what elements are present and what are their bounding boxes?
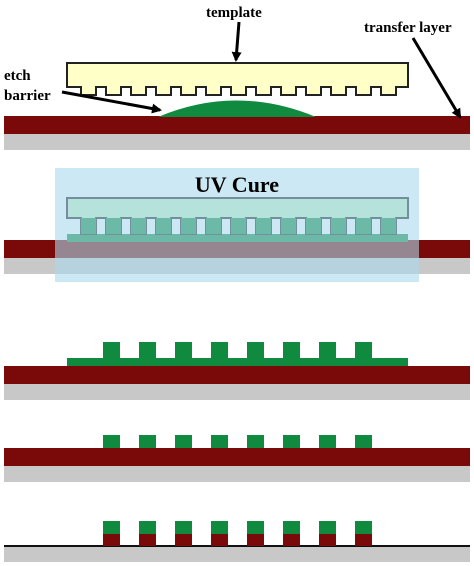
etch-barrier-label-line1: etch: [4, 68, 31, 84]
substrate: [4, 384, 470, 400]
step-residual-etched: [4, 435, 470, 482]
substrate: [4, 134, 470, 150]
transfer-layer-arrow: [411, 37, 462, 119]
substrate: [4, 546, 470, 562]
transfer-layer: [4, 116, 470, 134]
barrier-caps: [103, 521, 372, 534]
step-imprint-setup: template etch barrier transfer layer: [4, 5, 470, 150]
transfer-layer: [4, 366, 470, 384]
patterned-barrier: [67, 342, 408, 366]
uv-light-box: [55, 168, 419, 282]
transfer-layer: [4, 448, 470, 466]
template-label: template: [206, 5, 262, 21]
etch-barrier-droplet: [158, 100, 316, 117]
step-template-removed: [4, 342, 470, 400]
etch-barrier-label-line2: barrier: [4, 88, 51, 104]
step-uv-cure: UV Cure: [4, 168, 470, 282]
uv-cure-label: UV Cure: [195, 172, 279, 197]
barrier-features: [103, 435, 372, 448]
etch-barrier-arrow: [61, 90, 162, 114]
template: [66, 62, 409, 96]
transfer-layer-pillars: [103, 534, 372, 546]
transfer-layer-label: transfer layer: [364, 20, 452, 36]
template-arrow: [231, 21, 242, 62]
step-transfer-etched: [4, 521, 470, 562]
substrate: [4, 466, 470, 482]
